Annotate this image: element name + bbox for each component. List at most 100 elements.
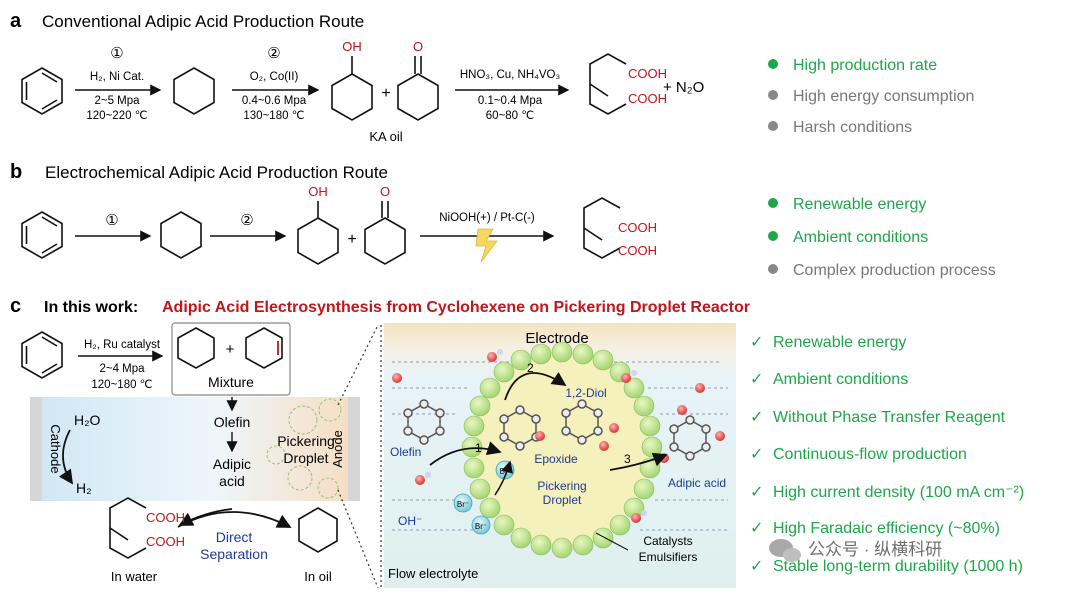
electrode-label: Electrode [525, 330, 588, 347]
br-minus-1: Br⁻ [457, 500, 469, 509]
emulsifier-beads [461, 341, 663, 559]
mixture-box [171, 322, 291, 396]
checklist: ✓ Renewable energy ✓ Ambient conditions … [750, 334, 1024, 575]
step-a3-pressure: 0.1~0.4 Mpa [478, 95, 543, 107]
bullet-text: Harsh conditions [793, 119, 912, 136]
cathode-label: Cathode [48, 424, 63, 473]
bullet-dot [768, 198, 778, 208]
check-item: Without Phase Transfer Reagent [773, 409, 1006, 426]
step-a2-temp: 130~180 ℃ [243, 110, 304, 122]
adipic-skeleton-a2 [589, 84, 627, 115]
cooh-bottom-b: COOH [618, 243, 657, 258]
cyclohexane-a [173, 67, 215, 115]
separation-arrow-left [178, 508, 233, 526]
cyclohexanol-b [297, 201, 339, 265]
cooh-top-b: COOH [618, 220, 657, 235]
panel-a-title: Conventional Adipic Acid Production Rout… [42, 12, 364, 31]
check-item: High Faradaic efficiency (~80%) [773, 520, 1000, 537]
reactor-cell [30, 397, 360, 501]
step-c-reagent: H₂, Ru catalyst [84, 339, 161, 351]
step-a2-number: ② [267, 45, 280, 62]
step1-arrow [429, 441, 502, 466]
electrode-label-b: NiOOH(+) / Pt-C(-) [439, 212, 535, 224]
check-mark: ✓ [750, 409, 763, 426]
check-item: Continuous-flow production [773, 446, 967, 463]
bullet-text: Ambient conditions [793, 229, 928, 246]
panel-c: c In this work: Adipic Acid Electrosynth… [10, 295, 1024, 589]
flow-arrows [392, 361, 728, 531]
step3-arrow [609, 452, 668, 471]
droplet-cluster [266, 398, 342, 499]
diol-molecule [561, 399, 619, 451]
check-mark: ✓ [750, 371, 763, 388]
adipic-skeleton-c [109, 497, 147, 541]
direct-label: Direct [216, 529, 253, 545]
in-oil-label: In oil [304, 569, 332, 584]
bullet-text: Renewable energy [793, 196, 926, 213]
check-item: High current density (100 mA cm⁻²) [773, 484, 1024, 501]
benzene-c [21, 331, 63, 379]
anode-label: Anode [330, 430, 345, 468]
cooh-top-c: COOH [146, 510, 185, 525]
o-label-a: O [413, 39, 423, 54]
epoxide-label: Epoxide [534, 452, 578, 466]
panel-c-title: Adipic Acid Electrosynthesis from Cycloh… [162, 299, 750, 316]
mixture-label: Mixture [208, 374, 254, 390]
droplet-label-zoom: Droplet [543, 493, 582, 507]
bullet-dot [768, 231, 778, 241]
adipic-label-c: Adipic [213, 456, 251, 472]
adipic-skeleton-b2 [583, 228, 621, 259]
olefin-molecule [403, 399, 445, 445]
olefin-label-c: Olefin [214, 414, 251, 430]
step-a1-temp: 120~220 ℃ [86, 110, 147, 122]
separation-label: Separation [200, 546, 268, 562]
emulsifiers-label: Emulsifiers [639, 550, 698, 564]
droplet-label-c: Droplet [283, 450, 328, 466]
cyclohexane-c [177, 327, 215, 369]
step-a1-number: ① [110, 45, 123, 62]
hydroxide-ions [392, 349, 705, 523]
zoom-guide-top [337, 324, 379, 406]
step-b2-number: ② [240, 212, 253, 229]
panel-a-letter: a [10, 10, 22, 32]
panel-c-title-prefix: In this work: [44, 299, 138, 316]
bullet-dot [768, 264, 778, 274]
cooh-bottom-c: COOH [146, 534, 185, 549]
check-item: Renewable energy [773, 334, 906, 351]
panel-b: b Electrochemical Adipic Acid Production… [10, 161, 996, 279]
pickering-label-c: Pickering [277, 433, 335, 449]
plus-c: + [226, 341, 235, 358]
step-a3-reagent: HNO₃, Cu, NH₄VO₃ [460, 69, 561, 81]
zoom-guide-bottom [337, 489, 379, 589]
cooh-bottom-a: COOH [628, 91, 667, 106]
step-b1-number: ① [105, 212, 118, 229]
o-label-b: O [380, 184, 390, 199]
panel-c-letter: c [10, 295, 21, 317]
adipic-skeleton-c2 [109, 528, 147, 559]
check-mark: ✓ [750, 520, 763, 537]
bullet-dot [768, 59, 778, 69]
cyclohexane-in-oil [298, 507, 338, 553]
adipic-skeleton-b [583, 197, 621, 241]
step2-arrow [504, 372, 567, 401]
check-mark: ✓ [750, 558, 763, 575]
in-water-label: In water [111, 569, 158, 584]
check-mark: ✓ [750, 484, 763, 501]
panel-a-bullets: High production rate High energy consump… [768, 57, 974, 136]
cyclohexanone-a [397, 56, 439, 121]
oh-label-b: OH [308, 184, 328, 199]
h2o-to-h2-arrow [58, 429, 74, 485]
pickering-label-zoom: Pickering [537, 479, 586, 493]
h2o-label: H₂O [74, 412, 101, 428]
droplet-interior [474, 352, 650, 548]
step-number-3: 3 [624, 452, 631, 466]
step-a2-pressure: 0.4~0.6 Mpa [242, 95, 307, 107]
step-c-temp: 120~180 ℃ [91, 379, 152, 391]
plus-b: + [347, 231, 356, 248]
step-c-pressure: 2~4 Mpa [99, 363, 145, 375]
cathode-plate [30, 397, 42, 501]
panel-b-letter: b [10, 161, 22, 183]
n2o-label: + N₂O [663, 79, 704, 96]
lightning-icon [475, 228, 498, 263]
